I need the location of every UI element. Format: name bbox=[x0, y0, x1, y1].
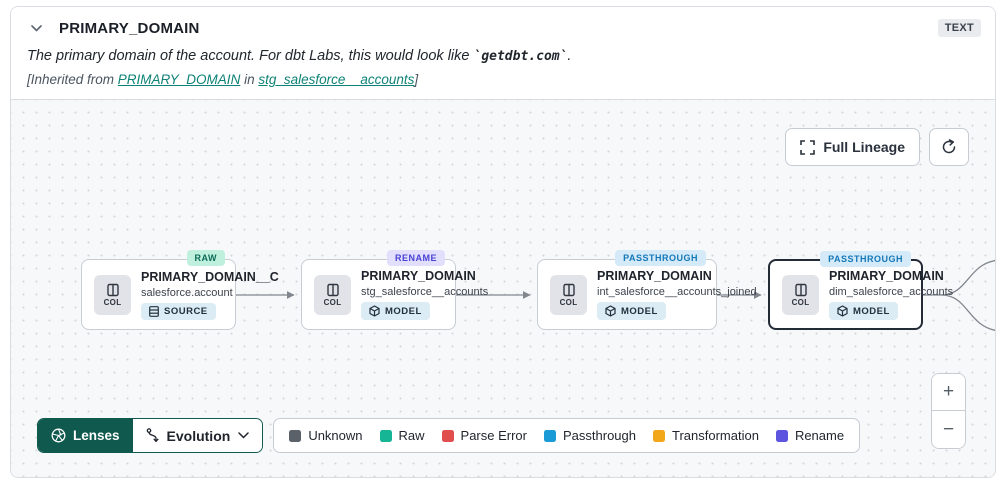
zoom-out-button[interactable]: − bbox=[932, 411, 965, 448]
resource-type-badge: MODEL bbox=[597, 302, 666, 320]
expand-icon bbox=[800, 139, 816, 155]
legend-item: Passthrough bbox=[544, 428, 636, 443]
lenses-button[interactable]: Lenses bbox=[38, 419, 133, 452]
column-header: PRIMARY_DOMAIN TEXT The primary domain o… bbox=[11, 7, 995, 100]
legend-swatch bbox=[379, 429, 392, 442]
resource-type-badge: SOURCE bbox=[141, 302, 216, 320]
lineage-node-intermediate[interactable]: PASSTHROUGH COL PRIMARY_DOMAIN int_sales… bbox=[537, 250, 757, 330]
refresh-button[interactable] bbox=[929, 128, 969, 166]
evolution-badge: PASSTHROUGH bbox=[615, 250, 706, 266]
evolution-badge: PASSTHROUGH bbox=[820, 251, 911, 267]
node-title: PRIMARY_DOMAIN bbox=[597, 269, 712, 283]
inherited-model-link[interactable]: stg_salesforce__accounts bbox=[258, 72, 415, 87]
evolution-legend: Unknown Raw Parse Error Passthrough Tran… bbox=[273, 418, 861, 453]
legend-item: Transformation bbox=[653, 428, 759, 443]
column-icon: COL bbox=[314, 274, 351, 315]
inherited-from-note: [Inherited from PRIMARY_DOMAIN in stg_sa… bbox=[27, 72, 419, 87]
evolution-badge: RENAME bbox=[386, 250, 445, 266]
legend-swatch bbox=[441, 429, 454, 442]
resource-type-badge: MODEL bbox=[361, 302, 430, 320]
column-icon: COL bbox=[550, 274, 587, 315]
lineage-node-source[interactable]: RAW COL PRIMARY_DOMAIN__C salesforce.acc… bbox=[81, 250, 279, 330]
model-icon bbox=[605, 305, 616, 317]
chevron-down-icon bbox=[238, 432, 250, 439]
node-title: PRIMARY_DOMAIN bbox=[829, 269, 944, 283]
refresh-icon bbox=[942, 139, 956, 154]
full-lineage-button[interactable]: Full Lineage bbox=[785, 128, 920, 166]
inherited-column-link[interactable]: PRIMARY_DOMAIN bbox=[117, 72, 241, 87]
legend-item: Parse Error bbox=[441, 428, 527, 443]
column-description: The primary domain of the account. For d… bbox=[27, 48, 572, 64]
zoom-in-button[interactable]: + bbox=[932, 374, 965, 411]
lineage-panel: PRIMARY_DOMAIN TEXT The primary domain o… bbox=[10, 6, 996, 478]
node-subtitle: int_salesforce__accounts_joined bbox=[597, 286, 757, 298]
node-subtitle: dim_salesforce_accounts bbox=[829, 286, 954, 298]
zoom-controls: + − bbox=[931, 373, 966, 449]
lineage-node-staging[interactable]: RENAME COL PRIMARY_DOMAIN stg_salesforce… bbox=[301, 250, 489, 330]
lenses-control: Lenses Evolution bbox=[37, 418, 264, 453]
column-type-badge: TEXT bbox=[937, 19, 981, 37]
legend-item: Rename bbox=[775, 428, 844, 443]
lens-select-dropdown[interactable]: Evolution bbox=[132, 419, 263, 452]
evolution-badge: RAW bbox=[186, 250, 225, 266]
legend-swatch bbox=[775, 429, 788, 442]
source-icon bbox=[149, 305, 159, 317]
column-icon: COL bbox=[782, 274, 819, 315]
legend-item: Raw bbox=[379, 428, 425, 443]
evolution-icon bbox=[146, 428, 159, 443]
model-icon bbox=[369, 305, 380, 317]
model-icon bbox=[837, 305, 848, 317]
node-title: PRIMARY_DOMAIN bbox=[361, 269, 476, 283]
legend-swatch bbox=[289, 429, 302, 442]
lineage-canvas[interactable]: Full Lineage RAW COL PRIMARY_DOMAIN__C s… bbox=[11, 100, 995, 477]
legend-item: Unknown bbox=[289, 428, 363, 443]
page-title: PRIMARY_DOMAIN bbox=[59, 19, 200, 37]
inline-code: `getdbt.com` bbox=[473, 49, 568, 64]
column-icon: COL bbox=[94, 274, 131, 315]
lineage-node-dim-selected[interactable]: PASSTHROUGH COL PRIMARY_DOMAIN dim_sales… bbox=[768, 251, 954, 330]
collapse-chevron-icon[interactable] bbox=[25, 17, 47, 39]
node-subtitle: stg_salesforce__accounts bbox=[361, 286, 489, 298]
lens-aperture-icon bbox=[51, 428, 66, 443]
legend-swatch bbox=[653, 429, 665, 442]
node-subtitle: salesforce.account bbox=[141, 286, 233, 299]
node-title: PRIMARY_DOMAIN__C bbox=[141, 269, 279, 284]
legend-swatch bbox=[544, 429, 556, 442]
resource-type-badge: MODEL bbox=[829, 302, 898, 320]
